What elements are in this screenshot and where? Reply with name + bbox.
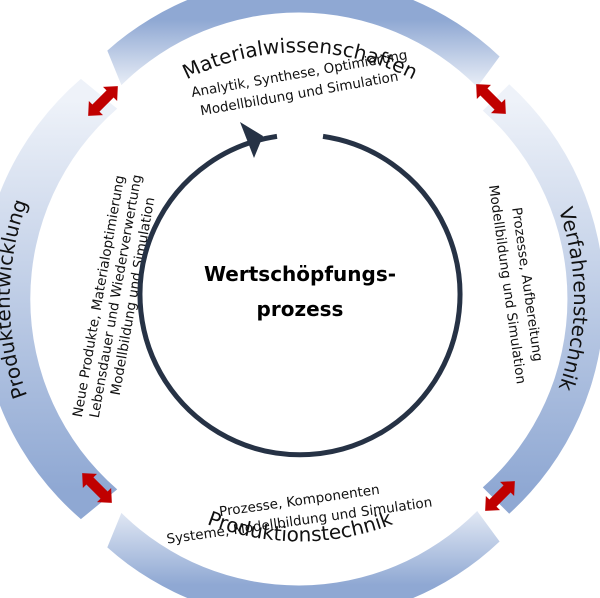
center-title-line-1: Wertschöpfungs- [204, 262, 396, 286]
segment-description-right: Prozesse, Aufbereitung Modellbildung und… [485, 184, 546, 385]
ring-segment-right [482, 84, 600, 514]
double-arrow-icon [82, 473, 112, 503]
cycle-arrow-icon [137, 122, 463, 458]
double-arrow-icon [476, 84, 506, 114]
segment-description-left: Neue Produkte, Materialoptimierung Leben… [70, 173, 158, 419]
ring-segment-top [107, 0, 500, 87]
double-arrow-icon [485, 481, 515, 511]
double-arrow-icon [88, 86, 118, 116]
cycle-arrow-head [240, 122, 263, 158]
ring-segment-left [0, 78, 118, 520]
connector-arrows [82, 84, 515, 511]
cycle-arrow-ring [137, 133, 463, 458]
ring-segment-bottom [107, 511, 500, 598]
center-title-line-2: prozess [257, 297, 344, 321]
